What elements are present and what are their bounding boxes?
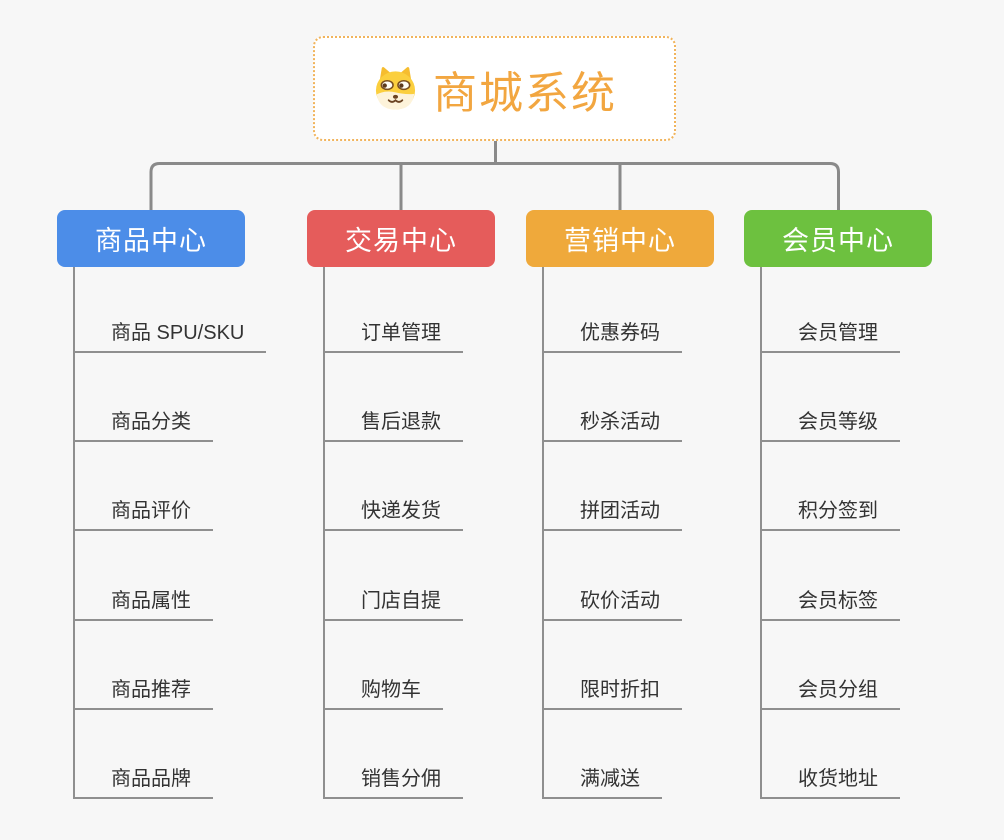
- branch-header[interactable]: 会员中心: [744, 210, 932, 267]
- branch-item-label: 购物车: [361, 678, 421, 701]
- branch-item[interactable]: 积分签到: [762, 442, 900, 532]
- branch-item-label: 会员等级: [798, 411, 878, 434]
- branch-item-label: 销售分佣: [361, 767, 441, 790]
- branch-item[interactable]: 限时折扣: [544, 621, 682, 710]
- branch-item-label: 商品分类: [111, 411, 191, 434]
- branch-item-label: 收货地址: [798, 767, 878, 790]
- branch-item-label: 积分签到: [798, 500, 878, 523]
- branch-item[interactable]: 商品 SPU/SKU: [75, 267, 267, 353]
- branch-item-list: 订单管理售后退款快递发货门店自提购物车销售分佣: [323, 267, 463, 799]
- branch-item-label: 商品品牌: [111, 767, 191, 790]
- branch-item[interactable]: 销售分佣: [325, 710, 463, 799]
- branch-item-label: 售后退款: [361, 411, 441, 434]
- branch-header-label: 交易中心: [345, 226, 457, 256]
- branch-item-label: 砍价活动: [580, 589, 660, 612]
- branch-2: 交易中心订单管理售后退款快递发货门店自提购物车销售分佣: [307, 210, 495, 799]
- branch-item-label: 秒杀活动: [580, 411, 660, 434]
- branch-item[interactable]: 收货地址: [762, 710, 900, 799]
- branch-item-label: 商品推荐: [111, 678, 191, 701]
- branch-item-list: 优惠券码秒杀活动拼团活动砍价活动限时折扣满减送: [542, 267, 682, 799]
- branch-item[interactable]: 会员管理: [762, 267, 900, 353]
- branch-item[interactable]: 订单管理: [325, 267, 463, 353]
- branch-item-label: 限时折扣: [580, 678, 660, 701]
- branch-item-label: 商品属性: [111, 589, 191, 612]
- branch-item-label: 商品 SPU/SKU: [111, 322, 245, 344]
- branch-header[interactable]: 营销中心: [526, 210, 714, 267]
- branch-1: 商品中心商品 SPU/SKU 商品分类商品评价商品属性商品推荐商品品牌: [57, 210, 267, 799]
- branch-item-label: 优惠券码: [580, 322, 660, 344]
- branch-item[interactable]: 拼团活动: [544, 442, 682, 532]
- branch-item[interactable]: 会员等级: [762, 353, 900, 443]
- branch-item-label: 商品评价: [111, 500, 191, 523]
- branch-header-label: 营销中心: [564, 226, 676, 256]
- branch-item[interactable]: 商品品牌: [75, 710, 213, 799]
- branch-header[interactable]: 交易中心: [307, 210, 495, 267]
- branch-item[interactable]: 砍价活动: [544, 531, 682, 621]
- branch-item-label: 订单管理: [361, 322, 441, 344]
- branch-item[interactable]: 快递发货: [325, 442, 463, 532]
- root-topic-label: 商城系统: [433, 68, 617, 118]
- branch-item[interactable]: 商品推荐: [75, 621, 213, 710]
- branch-item[interactable]: 门店自提: [325, 531, 463, 621]
- branch-3: 营销中心优惠券码秒杀活动拼团活动砍价活动限时折扣满减送: [526, 210, 714, 799]
- branch-header-label: 会员中心: [782, 226, 894, 256]
- branch-item[interactable]: 优惠券码: [544, 267, 682, 353]
- branch-item[interactable]: 秒杀活动: [544, 353, 682, 443]
- branch-item-label: 门店自提: [361, 589, 441, 612]
- branch-header[interactable]: 商品中心: [57, 210, 245, 267]
- branch-header-label: 商品中心: [95, 226, 207, 256]
- branch-item[interactable]: 商品评价: [75, 442, 213, 532]
- branch-item[interactable]: 售后退款: [325, 353, 463, 443]
- branch-item-label: 快递发货: [361, 500, 441, 523]
- dog-face-icon: [372, 66, 419, 111]
- branch-item-label: 会员标签: [798, 589, 878, 612]
- branch-item[interactable]: 会员标签: [762, 531, 900, 621]
- branch-item[interactable]: 满减送: [544, 710, 662, 799]
- branch-item-list: 会员管理会员等级积分签到会员标签会员分组收货地址: [760, 267, 900, 799]
- branch-4: 会员中心会员管理会员等级积分签到会员标签会员分组收货地址: [744, 210, 932, 799]
- branch-item[interactable]: 购物车: [325, 621, 443, 710]
- branch-item-label: 会员分组: [798, 678, 878, 701]
- branch-item-label: 满减送: [580, 767, 640, 790]
- branch-item-label: 会员管理: [798, 322, 878, 344]
- branch-item[interactable]: 商品分类: [75, 353, 213, 443]
- branch-item[interactable]: 会员分组: [762, 621, 900, 710]
- branch-item-label: 拼团活动: [580, 500, 660, 523]
- root-topic[interactable]: 商城系统: [313, 36, 676, 141]
- branch-item-list: 商品 SPU/SKU 商品分类商品评价商品属性商品推荐商品品牌: [73, 267, 267, 799]
- branch-item[interactable]: 商品属性: [75, 531, 213, 621]
